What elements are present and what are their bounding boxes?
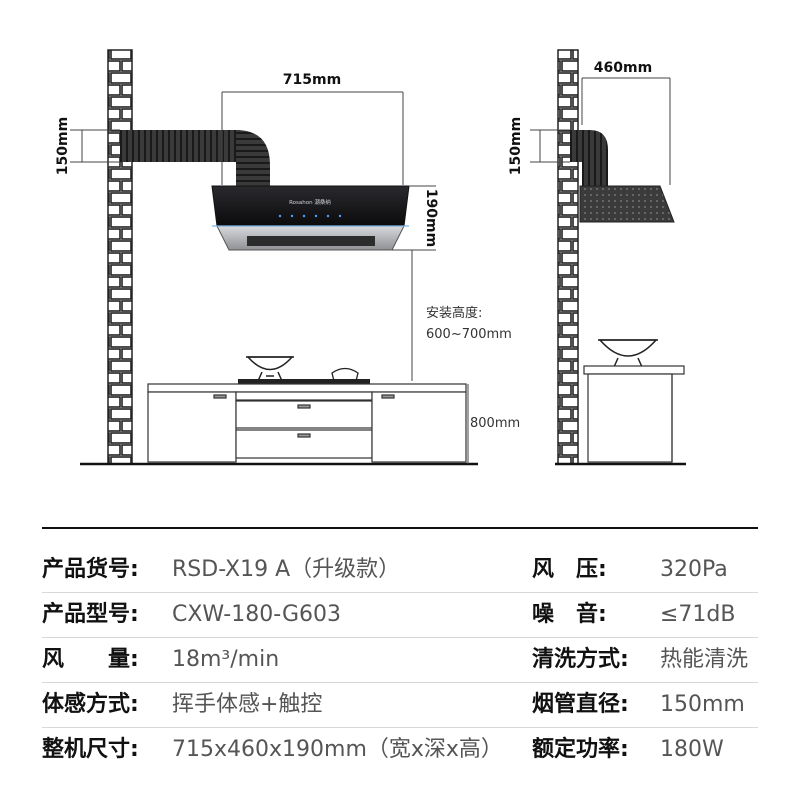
- range-hood-side: [579, 185, 675, 223]
- kitchen-cabinet: [147, 383, 467, 463]
- install-height-range: 600~700mm: [426, 327, 512, 342]
- spec-label-sku: 产品货号:: [42, 557, 139, 582]
- front-duct-horizontal: [120, 130, 240, 162]
- side-wok: [598, 339, 658, 368]
- side-duct-dim-label: 150mm: [508, 117, 524, 175]
- spec-label-airflow: 风 量:: [42, 647, 139, 672]
- spec-row: 产品货号: RSD-X19 A（升级款） 风 压: 320Pa: [42, 547, 758, 593]
- spec-label-model: 产品型号:: [42, 602, 139, 627]
- side-view: 460mm 150mm: [508, 49, 686, 466]
- spec-row: 风 量: 18m³/min 清洗方式: 热能清洗: [42, 637, 758, 683]
- spec-value-power: 180W: [660, 737, 724, 762]
- spec-label-power: 额定功率:: [532, 737, 629, 762]
- hood-height-dim-label: 190mm: [423, 189, 439, 247]
- spec-value-duct-diameter: 150mm: [660, 692, 745, 717]
- wok-and-stove: [238, 356, 370, 384]
- spec-label-dimensions: 整机尺寸:: [42, 737, 139, 762]
- spec-value-sensing: 挥手体感+触控: [172, 692, 323, 717]
- installation-diagram: 150mm 715mm Rosahon 潮桑纳 190mm 安装高度: 600~…: [55, 49, 686, 466]
- front-view: 150mm 715mm Rosahon 潮桑纳 190mm 安装高度: 600~…: [55, 49, 520, 466]
- hood-brand-text: Rosahon 潮桑纳: [289, 198, 331, 206]
- spec-label-sensing: 体感方式:: [42, 692, 139, 717]
- side-duct: [570, 130, 608, 186]
- spec-value-airflow: 18m³/min: [172, 647, 280, 672]
- left-brick-wall: [107, 49, 133, 465]
- spec-value-noise: ≤71dB: [660, 602, 736, 627]
- spec-row: 整机尺寸: 715x460x190mm（宽x深x高） 额定功率: 180W: [42, 727, 758, 772]
- spec-value-pressure: 320Pa: [660, 557, 728, 582]
- range-hood-front: Rosahon 潮桑纳: [211, 185, 410, 251]
- spec-value-dimensions: 715x460x190mm（宽x深x高）: [172, 737, 503, 762]
- spec-label-noise: 噪 音:: [532, 602, 607, 627]
- spec-label-duct-diameter: 烟管直径:: [532, 692, 629, 717]
- spec-label-pressure: 风 压:: [532, 557, 607, 582]
- side-depth-dim-label: 460mm: [594, 60, 652, 76]
- right-brick-wall: [557, 49, 579, 465]
- spec-row: 体感方式: 挥手体感+触控 烟管直径: 150mm: [42, 682, 758, 728]
- counter-height-dim-label: 800mm: [470, 416, 520, 431]
- front-width-dim-label: 715mm: [283, 72, 341, 88]
- front-duct-dim-label: 150mm: [55, 117, 71, 175]
- spec-table-top-rule: [42, 527, 758, 529]
- front-duct-bend: [236, 130, 270, 188]
- install-height-label: 安装高度:: [426, 305, 482, 321]
- spec-label-cleaning: 清洗方式:: [532, 647, 629, 672]
- spec-value-sku: RSD-X19 A（升级款）: [172, 557, 401, 582]
- side-cabinet: [583, 365, 685, 463]
- spec-row: 产品型号: CXW-180-G603 噪 音: ≤71dB: [42, 592, 758, 638]
- spec-value-model: CXW-180-G603: [172, 602, 342, 627]
- spec-value-cleaning: 热能清洗: [660, 647, 749, 672]
